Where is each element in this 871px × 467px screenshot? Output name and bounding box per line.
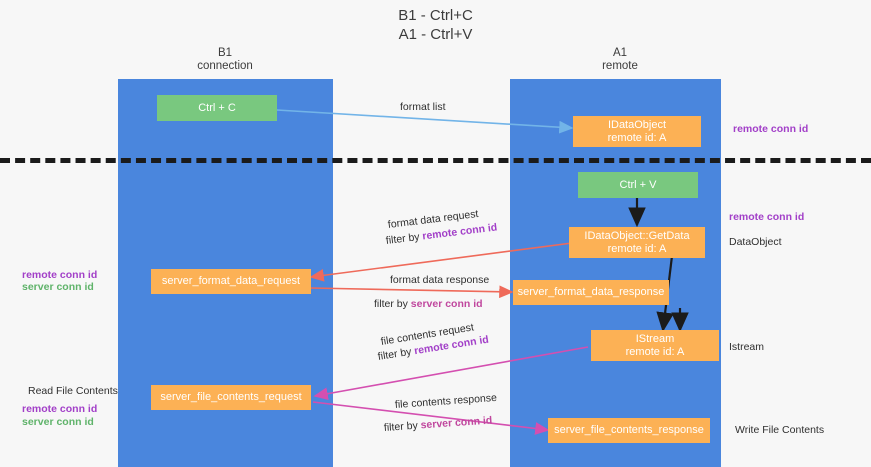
section-divider <box>0 158 871 163</box>
filter-value: server conn id <box>410 298 483 310</box>
column-header-b1: B1 connection <box>197 47 253 72</box>
arrow-file-contents-response <box>312 401 550 435</box>
annotation-write-file-contents: Write File Contents <box>735 424 825 436</box>
box-ctrl-v[interactable]: Ctrl + V <box>578 172 698 198</box>
annotation-left-server-conn-id: server conn id <box>22 281 94 293</box>
column-header-a1: A1 remote <box>602 47 638 72</box>
arrow-format-list <box>276 109 574 134</box>
annotation-istream: Istream <box>729 341 765 353</box>
arrow-file-contents-request <box>313 346 589 401</box>
box-server-format-data-request[interactable]: server_format_data_request <box>151 269 311 294</box>
filter-prefix: filter by <box>383 419 422 434</box>
filter-prefix: filter by <box>374 298 411 310</box>
box-server-file-contents-response[interactable]: server_file_contents_response <box>548 418 710 443</box>
annotation-left-remote-conn-id: remote conn id <box>22 269 98 281</box>
box-idataobject[interactable]: IDataObject remote id: A <box>573 116 701 147</box>
box-server-format-data-response[interactable]: server_format_data_response <box>513 280 669 305</box>
diagram-title: B1 - Ctrl+C A1 - Ctrl+V <box>398 7 473 43</box>
annotation-left-remote-conn-id-2: remote conn id <box>22 403 98 415</box>
annotation-read-file-contents: Read File Contents <box>28 385 118 397</box>
box-idataobject-getdata[interactable]: IDataObject::GetData remote id: A <box>569 227 705 258</box>
label-format-data-response-filter: filter by server conn id <box>374 298 483 311</box>
annotation-remote-conn-id-top: remote conn id <box>733 123 809 135</box>
annotation-remote-conn-id-mid: remote conn id <box>729 211 805 223</box>
arrow-format-data-response <box>310 285 514 299</box>
arrow-format-data-request <box>309 242 573 282</box>
box-ctrl-c[interactable]: Ctrl + C <box>157 95 277 121</box>
annotation-dataobject: DataObject <box>729 236 782 248</box>
label-format-data-response: format data response <box>390 274 490 286</box>
label-format-list: format list <box>400 101 446 113</box>
box-istream[interactable]: IStream remote id: A <box>591 330 719 361</box>
annotation-left-server-conn-id-2: server conn id <box>22 416 94 428</box>
box-server-file-contents-request[interactable]: server_file_contents_request <box>151 385 311 410</box>
